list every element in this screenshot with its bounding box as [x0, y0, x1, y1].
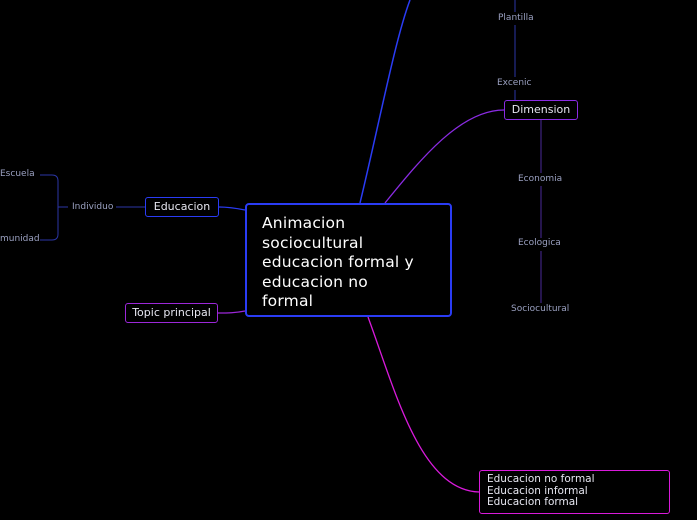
edge-central-dimension	[384, 109, 505, 204]
type-item: Educacion informal	[487, 484, 588, 497]
central-line: formal	[262, 292, 314, 311]
central-line: educacion formal y	[262, 253, 414, 272]
sociocultural-label[interactable]: Sociocultural	[511, 304, 570, 314]
edge-central-topic	[217, 310, 246, 314]
educacion-node[interactable]: Educacion	[145, 197, 219, 217]
edge-central-educacion	[218, 206, 246, 211]
topic-principal-node[interactable]: Topic principal	[125, 303, 218, 323]
plantilla-label[interactable]: Plantilla	[498, 13, 534, 23]
central-line: Animacion	[262, 214, 346, 232]
edge-central-top	[359, 0, 411, 204]
central-line: educacion no	[262, 272, 368, 291]
escuela-label[interactable]: Escuela	[0, 169, 35, 179]
excenic-label[interactable]: Excenic	[497, 78, 532, 88]
individuo-label[interactable]: Individuo	[72, 202, 114, 212]
type-item: Educacion formal	[487, 496, 579, 509]
ecologica-label[interactable]: Ecologica	[518, 238, 561, 248]
comunidad-label[interactable]: munidad	[0, 234, 40, 244]
dimension-node[interactable]: Dimension	[504, 100, 578, 120]
central-line: sociocultural	[262, 233, 364, 252]
economia-label[interactable]: Economia	[518, 174, 563, 184]
type-item: Educacion no formal	[487, 473, 595, 485]
edge-central-types	[367, 316, 480, 493]
edge-individuo-bracket	[40, 174, 68, 241]
education-types-node[interactable]: Educacion no formal Educacion informal E…	[479, 470, 670, 514]
central-topic[interactable]: Animacion sociocultural educacion formal…	[245, 203, 452, 317]
